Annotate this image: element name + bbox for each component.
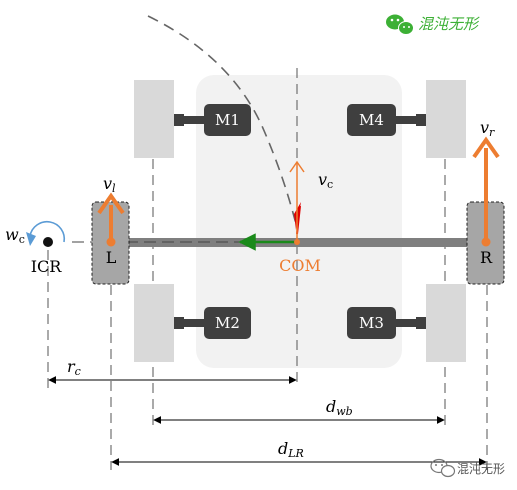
motor-m3: M3	[347, 307, 396, 339]
watermark-top: 混沌无形	[386, 14, 480, 35]
wc-label: wc	[5, 225, 25, 246]
vr-arrow	[472, 136, 500, 247]
com-point	[294, 239, 300, 245]
motor-m4-label: M4	[359, 111, 384, 129]
wheel-front-left	[134, 80, 174, 158]
wheel-front-right	[426, 80, 466, 158]
front-wheels	[134, 80, 466, 362]
motor-m2-label: M2	[215, 314, 240, 332]
dwb-label: dwb	[326, 397, 353, 418]
motor-m4: M4	[347, 104, 396, 136]
wheel-right-label: R	[480, 248, 493, 267]
vl-label: vl	[103, 174, 116, 195]
wechat-icon-bottom	[430, 458, 456, 478]
watermark-top-text: 混沌无形	[418, 15, 480, 33]
motor-m1-label: M1	[215, 111, 240, 129]
wheel-left-label: L	[106, 248, 117, 267]
com-label: COM	[279, 256, 321, 275]
motor-m3-label: M3	[359, 314, 384, 332]
rc-label: rc	[67, 357, 81, 378]
motor-m1: M1	[204, 104, 251, 136]
wechat-icon	[386, 14, 414, 35]
vl-arrow	[97, 192, 125, 247]
motor-shafts	[174, 114, 426, 329]
wheel-rear-right	[426, 284, 466, 362]
icr-label: ICR	[31, 257, 63, 276]
wc-rotation-arc	[29, 220, 66, 243]
wheel-rear-left	[134, 284, 174, 362]
vr-label: vr	[480, 118, 495, 139]
watermark-bottom: 混沌无形	[430, 458, 505, 478]
motor-m2: M2	[204, 307, 251, 339]
vc-arrow	[289, 160, 305, 242]
wc-rotation-arrowhead-icon	[26, 232, 36, 246]
watermark-bottom-text: 混沌无形	[457, 462, 505, 476]
icr-point	[43, 237, 53, 247]
vc-label: vc	[318, 170, 333, 191]
dlr-label: dLR	[278, 439, 304, 460]
